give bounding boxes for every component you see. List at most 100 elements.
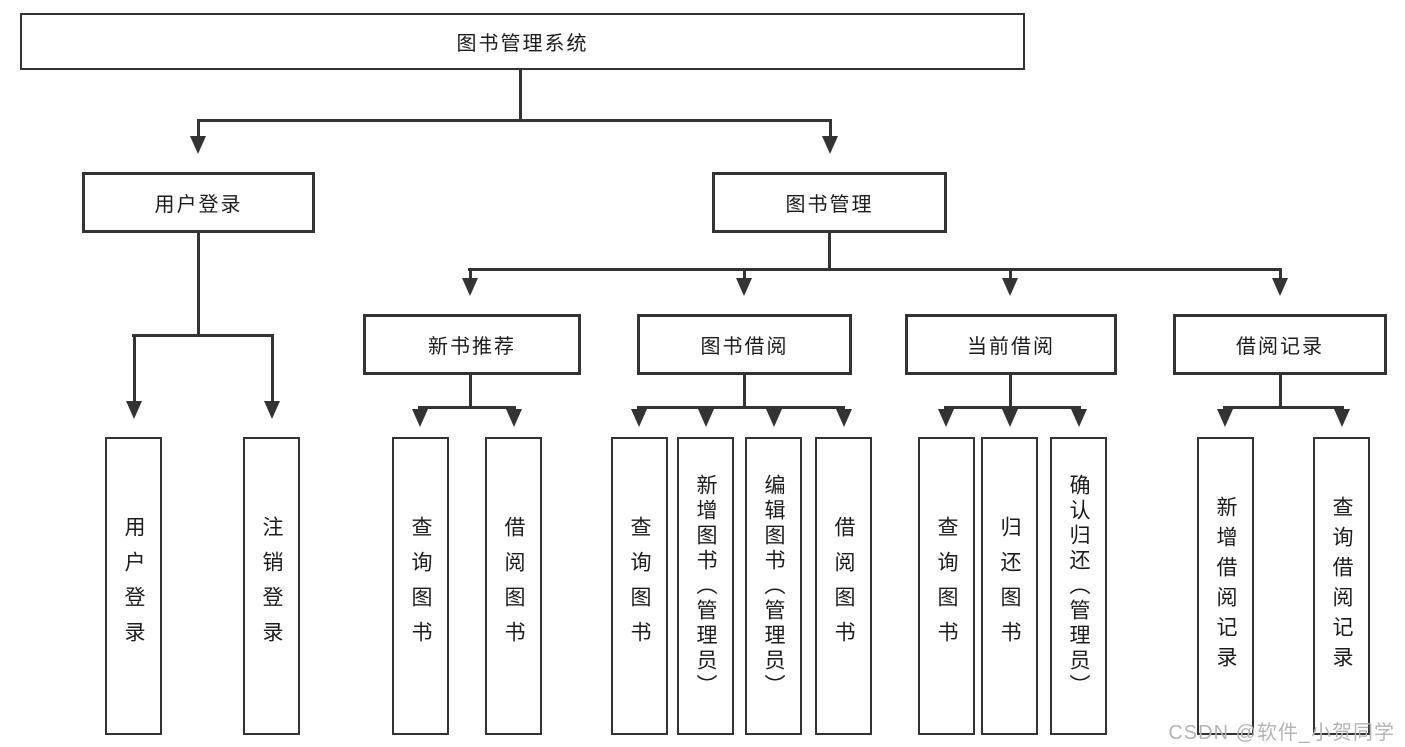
leaf-query-books-borrow-label: 查询图书 [628,516,651,656]
arrow-to-borrow-records [1272,270,1288,314]
node-user-login-label: 用户登录 [154,194,243,216]
arrowhead-down-icon [1002,278,1018,314]
arrow-stem [1008,270,1012,278]
new-book-rec-hbar-line [418,406,516,409]
arrow-to-leaf [1217,409,1233,437]
leaf-return-books-label: 归还图书 [998,516,1021,656]
leaf-query-books-borrow: 查询图书 [611,437,668,735]
arrow-stem [270,337,274,401]
user-login-stem-line [197,233,200,335]
arrow-to-leaf [1002,409,1018,437]
arrowhead-down-icon [698,409,714,445]
book-mgmt-stem-line [828,233,831,270]
leaf-borrow-books-rec-label: 借阅图书 [502,516,525,656]
borrow-records-stem-line [1279,375,1282,408]
arrow-to-current-borrow [1002,270,1018,314]
node-root: 图书管理系统 [20,13,1025,70]
leaf-logout-label: 注销登录 [260,516,283,656]
leaf-borrow-books-rec: 借阅图书 [485,437,542,735]
arrow-to-leaf-user-login [126,337,142,437]
arrow-to-leaf [766,409,782,437]
leaf-logout: 注销登录 [243,437,300,735]
leaf-confirm-return-admin: 确认归还（管理员） [1050,437,1107,735]
arrowhead-down-icon [631,409,647,445]
current-borrow-stem-line [1009,375,1012,408]
leaf-add-borrow-record-label: 新增借阅记录 [1214,496,1237,676]
arrowhead-down-icon [1217,409,1233,445]
level2-hbar-line [197,119,832,122]
arrow-to-leaf [1071,409,1087,437]
leaf-add-books-admin: 新增图书（管理员） [677,437,734,735]
leaf-query-books-rec: 查询图书 [392,437,449,735]
arrowhead-down-icon [822,136,838,172]
arrowhead-down-icon [1272,278,1288,314]
arrowhead-down-icon [126,401,142,437]
user-login-hbar-line [132,334,274,337]
arrowhead-down-icon [462,278,478,314]
arrow-stem [742,270,746,278]
book-borrow-stem-line [743,375,746,408]
arrow-to-leaf [836,409,852,437]
arrow-to-leaf [631,409,647,437]
arrowhead-down-icon [836,409,852,445]
leaf-query-books-current: 查询图书 [918,437,975,735]
node-root-label: 图书管理系统 [456,33,589,55]
leaf-edit-books-admin: 编辑图书（管理员） [745,437,802,735]
leaf-borrow-books: 借阅图书 [815,437,872,735]
node-book-mgmt-label: 图书管理 [785,194,874,216]
arrow-to-user-login [190,120,206,172]
level3-hbar-line [468,268,1282,271]
leaf-user-login-label: 用户登录 [122,516,145,656]
leaf-borrow-books-label: 借阅图书 [832,516,855,656]
leaf-add-books-admin-label: 新增图书（管理员） [694,473,717,699]
node-user-login: 用户登录 [82,172,315,233]
arrowhead-down-icon [938,409,954,445]
arrowhead-down-icon [264,401,280,437]
root-stem-line [519,70,522,120]
arrow-stem [1278,270,1282,278]
arrow-to-book-mgmt [822,120,838,172]
node-borrow-records: 借阅记录 [1173,314,1387,375]
arrow-to-leaf [938,409,954,437]
arrow-to-leaf [698,409,714,437]
leaf-add-borrow-record: 新增借阅记录 [1197,437,1254,735]
csdn-watermark: CSDN @软件_小贺同学 [1168,722,1395,744]
borrow-records-hbar-line [1223,406,1344,409]
node-borrow-records-label: 借阅记录 [1236,336,1324,358]
leaf-query-borrow-record-label: 查询借阅记录 [1330,496,1353,676]
current-borrow-hbar-line [944,406,1081,409]
arrowhead-down-icon [1002,409,1018,445]
leaf-edit-books-admin-label: 编辑图书（管理员） [762,473,785,699]
node-current-borrow-label: 当前借阅 [967,336,1055,358]
arrow-stem [196,120,200,136]
arrow-to-book-borrow [736,270,752,314]
arrow-stem [132,337,136,401]
node-new-book-rec: 新书推荐 [363,314,581,375]
leaf-user-login: 用户登录 [105,437,162,735]
arrow-stem [468,270,472,278]
leaf-confirm-return-admin-label: 确认归还（管理员） [1067,473,1090,699]
node-book-mgmt: 图书管理 [712,172,947,233]
arrowhead-down-icon [736,278,752,314]
node-new-book-rec-label: 新书推荐 [428,336,516,358]
arrow-to-leaf-logout [264,337,280,437]
book-borrow-hbar-line [637,406,845,409]
node-book-borrow: 图书借阅 [637,314,852,375]
arrow-stem [828,120,832,136]
arrowhead-down-icon [1071,409,1087,445]
leaf-query-borrow-record: 查询借阅记录 [1313,437,1370,735]
arrow-to-leaf [412,409,428,437]
arrow-to-new-book-rec [462,270,478,314]
arrow-to-leaf [506,409,522,437]
arrow-to-leaf [1334,409,1350,437]
arrowhead-down-icon [766,409,782,445]
leaf-query-books-current-label: 查询图书 [935,516,958,656]
node-book-borrow-label: 图书借阅 [700,336,789,358]
arrowhead-down-icon [190,136,206,172]
leaf-return-books: 归还图书 [981,437,1038,735]
node-current-borrow: 当前借阅 [905,314,1117,375]
leaf-query-books-rec-label: 查询图书 [409,516,432,656]
new-book-rec-stem-line [469,375,472,408]
arrowhead-down-icon [1334,409,1350,445]
